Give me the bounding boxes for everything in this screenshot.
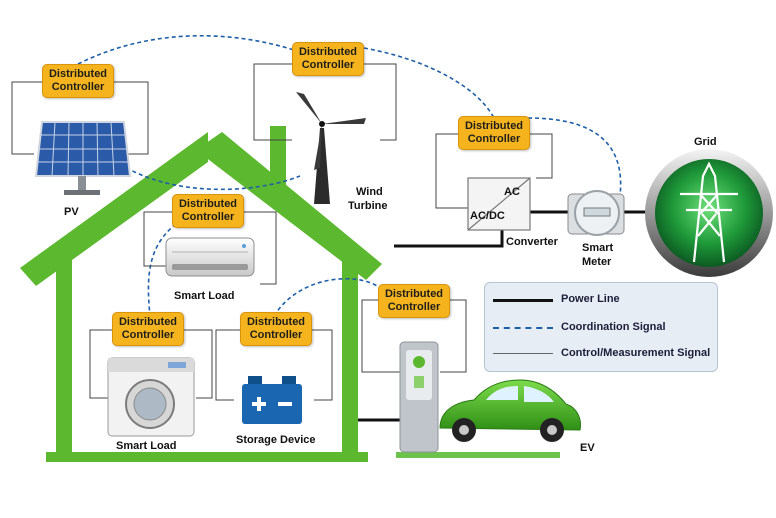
air-conditioner-icon [165,237,255,277]
wind-turbine-label-1: Wind [356,186,383,198]
legend-coordination-swatch [493,327,553,329]
legend-control-label: Control/Measurement Signal [561,347,711,359]
controller-line-1: Distributed [298,46,358,58]
ev-label: EV [580,442,595,454]
legend-control-signal: Control/Measurement Signal [485,345,719,363]
pv-label: PV [64,206,79,218]
controller-line-1: Distributed [464,120,524,132]
legend: Power Line Coordination Signal Control/M… [484,282,718,372]
controller-line-2: Controller [181,211,235,223]
smart-meter-label-1: Smart [582,242,614,254]
grid-label: Grid [694,136,717,148]
smart-load-ac-label: Smart Load [174,290,235,302]
distributed-controller-ev: Distributed Controller [378,284,450,318]
distributed-controller-converter: Distributed Controller [458,116,530,150]
storage-device-label: Storage Device [236,434,316,446]
legend-power-line-swatch [493,299,553,302]
converter-box [467,177,531,231]
smart-load-washer-label: Smart Load [116,440,177,452]
legend-power-line-label: Power Line [561,293,620,305]
controller-line-2: Controller [467,133,521,145]
controller-line-1: Distributed [384,288,444,300]
distributed-controller-wind: Distributed Controller [292,42,364,76]
controller-line-2: Controller [51,81,105,93]
control-loops [11,63,553,401]
house-outline [20,126,382,462]
controller-line-2: Controller [121,329,175,341]
converter-acdc-label: AC/DC [470,210,505,222]
controller-line-2: Controller [387,301,441,313]
electric-car-icon [439,379,581,442]
converter-label: Converter [506,236,558,248]
washing-machine-icon [107,357,195,437]
battery-icon [242,376,302,424]
grid-icon [645,149,773,277]
distributed-controller-ac: Distributed Controller [172,194,244,228]
smart-meter-label-2: Meter [582,256,612,268]
pv-panel-icon [34,121,132,195]
legend-power-line: Power Line [485,291,719,309]
smart-meter-icon [567,190,625,236]
wind-turbine-icon [296,92,366,204]
controller-line-1: Distributed [48,68,108,80]
controller-line-2: Controller [301,59,355,71]
legend-coordination-label: Coordination Signal [561,321,666,333]
legend-coordination-signal: Coordination Signal [485,319,719,337]
charging-station-icon [396,341,560,458]
distributed-controller-pv: Distributed Controller [42,64,114,98]
wind-turbine-label-2: Turbine [348,200,388,212]
controller-line-1: Distributed [118,316,178,328]
controller-line-1: Distributed [178,198,238,210]
converter-ac-label: AC [504,186,520,198]
power-lines [358,210,648,422]
controller-line-2: Controller [249,329,303,341]
controller-line-1: Distributed [246,316,306,328]
legend-control-swatch [493,353,553,354]
distributed-controller-storage: Distributed Controller [240,312,312,346]
distributed-controller-washer: Distributed Controller [112,312,184,346]
